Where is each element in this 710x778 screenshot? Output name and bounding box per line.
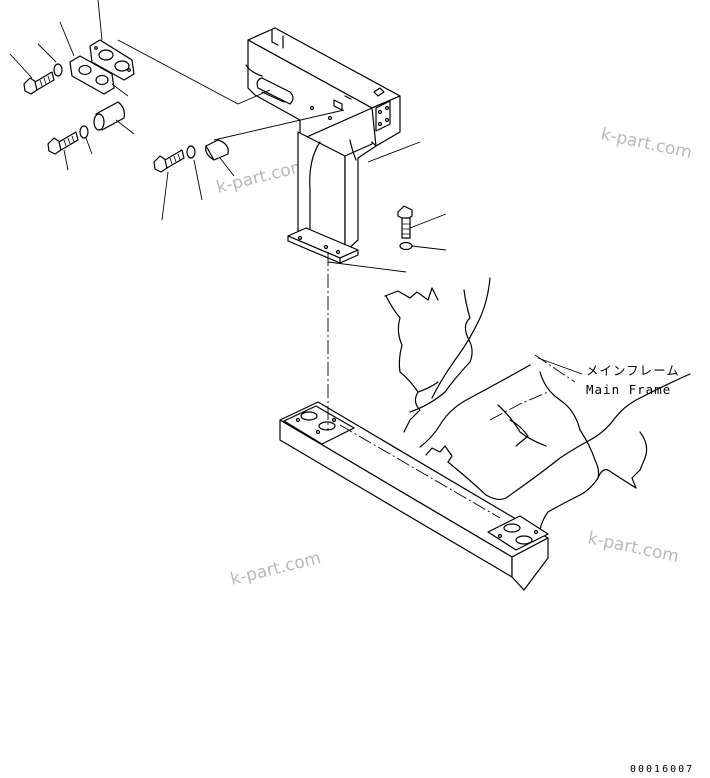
- bolt-icon-3: [153, 149, 185, 173]
- leader-lines: [9, 0, 583, 375]
- main-frame: [384, 277, 691, 531]
- bolt-icon: [23, 71, 55, 95]
- base-beam: [279, 401, 549, 591]
- arm-slot: [256, 77, 294, 105]
- watermark-top-right: k-part.com: [599, 124, 694, 163]
- figure-code: 00016007: [630, 764, 694, 775]
- watermark-center: k-part.com: [214, 156, 309, 198]
- hardware-group: [23, 39, 413, 251]
- washer-icon-4: [399, 241, 413, 251]
- washer-icon: [53, 63, 63, 77]
- watermark-bottom-left: k-part.com: [228, 548, 323, 590]
- main-frame-label-jp: メインフレーム: [586, 363, 680, 378]
- bolt-icon-2: [47, 131, 79, 155]
- watermark-bottom-right: k-part.com: [586, 528, 681, 567]
- cover-plate: [89, 39, 135, 81]
- washer-icon-2: [79, 125, 89, 139]
- right-mounting-pad: [487, 515, 549, 551]
- tower-bracket: [245, 27, 401, 430]
- cap-icon: [205, 139, 229, 161]
- main-frame-label-en: Main Frame: [586, 382, 671, 397]
- gasket: [69, 55, 115, 95]
- washer-icon-3: [186, 145, 196, 159]
- bolt-icon-4: [397, 205, 413, 239]
- main-frame-label: メインフレーム Main Frame: [586, 363, 680, 397]
- sleeve-icon: [93, 101, 125, 131]
